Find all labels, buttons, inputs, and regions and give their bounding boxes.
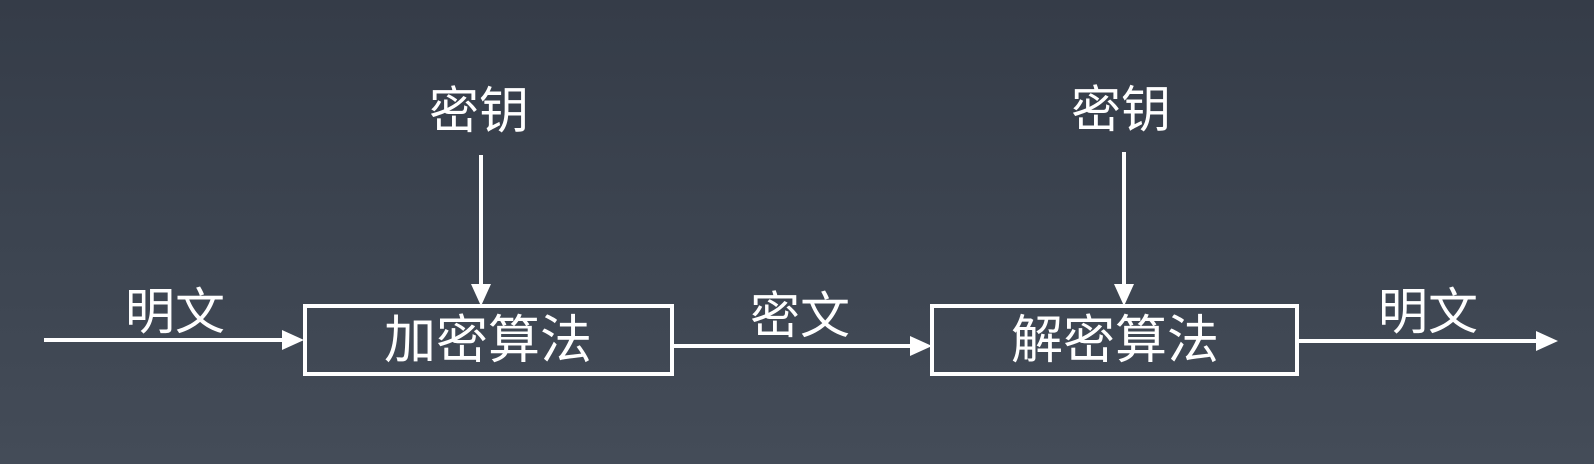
key-encrypt-label: 密钥 (429, 82, 529, 140)
ciphertext-arrow (674, 336, 932, 356)
key-decrypt-label: 密钥 (1071, 81, 1171, 139)
plaintext-in-label: 明文 (125, 283, 225, 341)
plaintext-out-arrow (1299, 331, 1558, 351)
key-decrypt-arrow (1114, 152, 1134, 306)
ciphertext-label: 密文 (750, 287, 850, 345)
plaintext-out-label: 明文 (1378, 283, 1478, 341)
decrypt-algorithm-box (930, 304, 1299, 376)
encrypt-algorithm-label: 加密算法 (383, 311, 593, 371)
plaintext-in-arrow (44, 330, 304, 350)
decrypt-algorithm-label: 解密算法 (1010, 311, 1220, 371)
encrypt-algorithm-box (303, 304, 674, 376)
key-encrypt-arrow (471, 155, 491, 306)
